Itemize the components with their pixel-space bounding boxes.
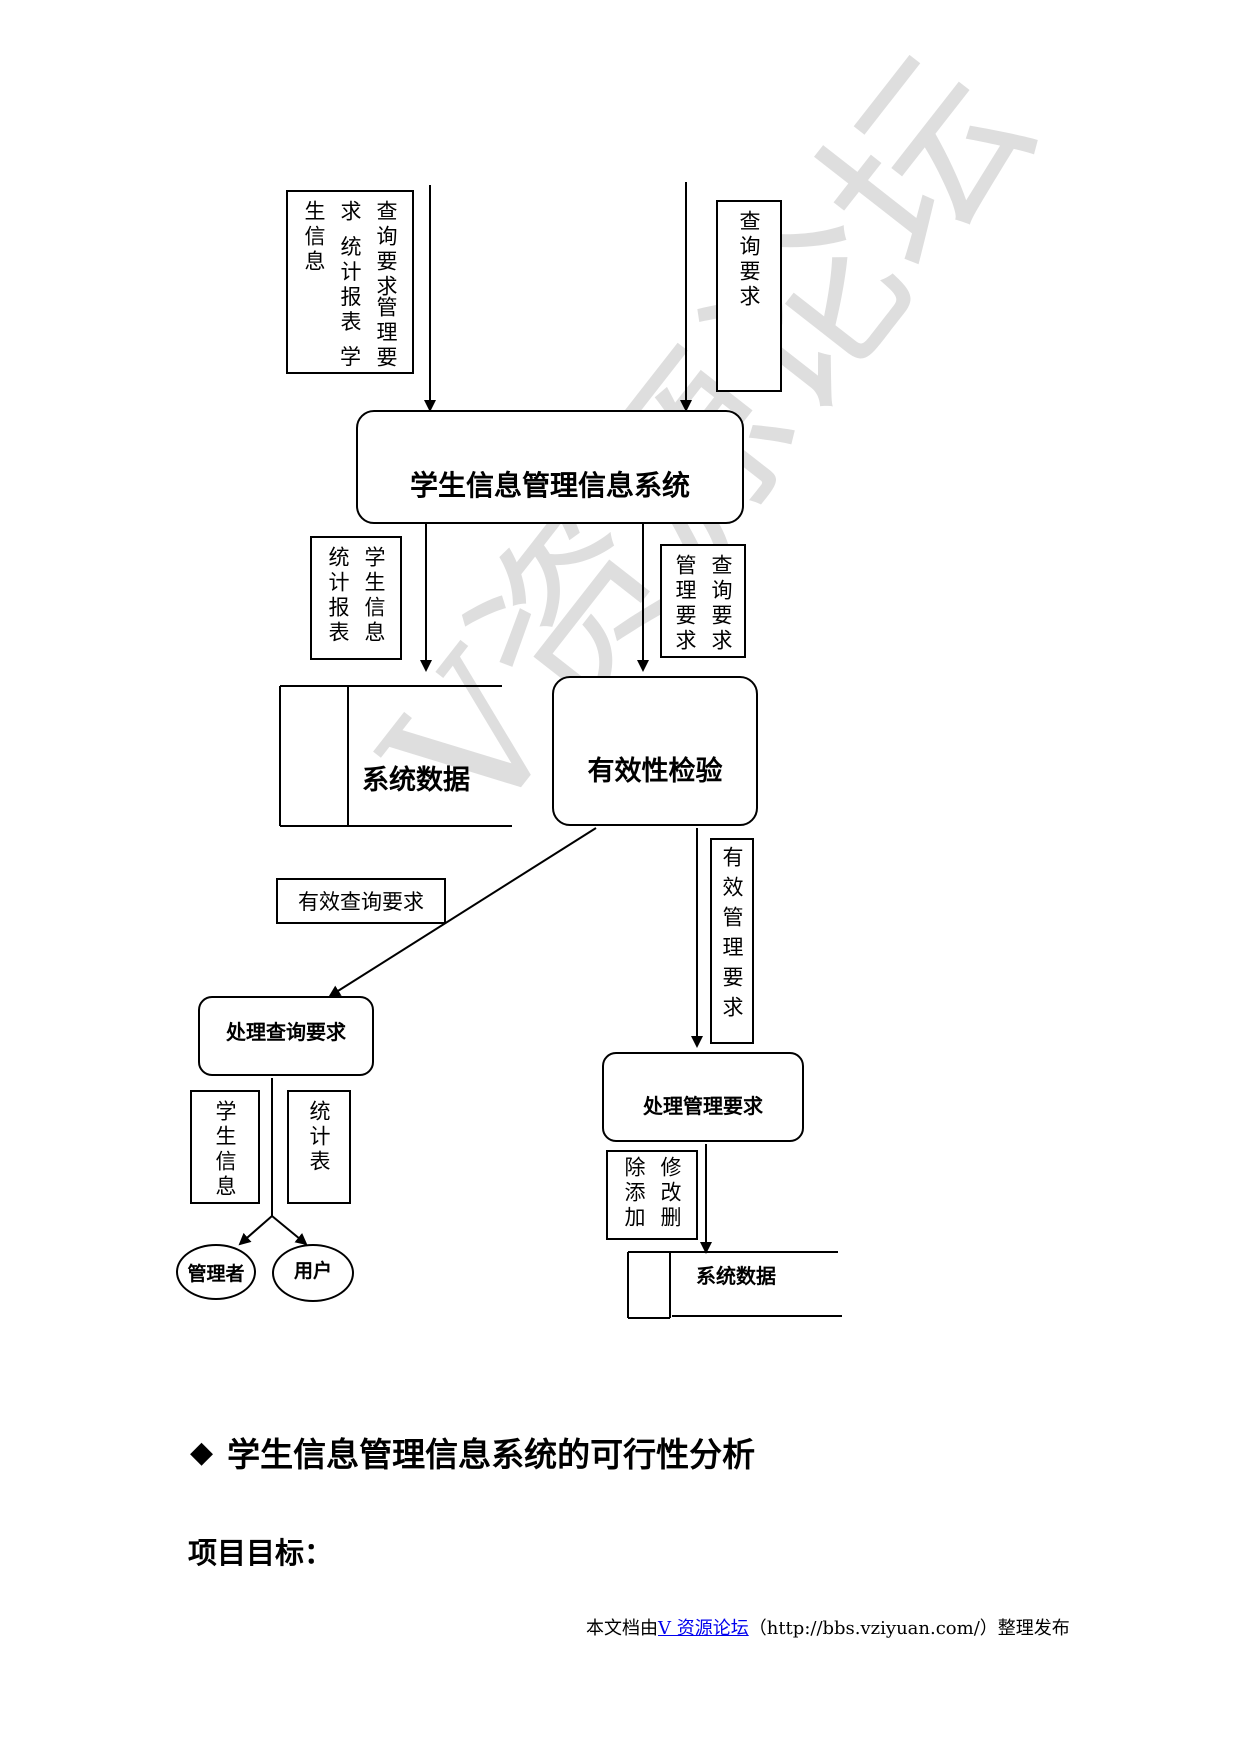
footer-prefix: 本文档由 [586,1618,658,1639]
flow-label-fragment: 学 [340,341,361,371]
flow-label-col: 查询要求 [374,200,398,300]
footer-suffix: （http://bbs.vziyuan.com/）整理发布 [748,1618,1070,1639]
flow-label-valid-query: 有效查询要求 [276,878,446,924]
flow-label-col: 学生信息 [213,1100,237,1200]
flow-label-top-right: 查询要求 [716,200,782,392]
flow-label-fragment: 管理要 [371,296,401,371]
flow-label-col: 学生信息 [362,546,386,646]
flow-label-col: 除添加 [622,1156,646,1231]
flow-label-query-out-left: 学生信息 [190,1090,260,1204]
flow-label-col: 求 统计报表 [338,200,362,336]
process-handle-query: 处理查询要求 [198,996,374,1076]
section-heading-text: 学生信息管理信息系统的可行性分析 [227,1435,756,1474]
footer-link[interactable]: V 资源论坛 [658,1618,749,1639]
flow-label-out-right: 查询要求 管理要求 [660,544,746,658]
data-store-2-shape [627,1251,842,1319]
diamond-bullet-icon: ◆ [190,1434,214,1470]
flow-label-col: 修改删 [658,1156,682,1231]
arrow-to-user [271,1215,308,1246]
flow-label-col: 有效管理要求 [720,846,744,1026]
data-store-1-shape [279,685,512,827]
flow-label-valid-manage: 有效管理要求 [710,838,754,1044]
flow-label-col: 统计表 [307,1100,331,1175]
flow-label-query-out-right: 统计表 [287,1090,351,1204]
flow-label-col: 管理要求 [673,554,697,654]
process-main-system: 学生信息管理信息系统 [356,410,744,524]
arrow-to-handle-query [328,827,597,998]
flow-label-col: 查询要求 [709,554,733,654]
data-store-2-label: 系统数据 [696,1264,776,1288]
entity-user: 用户 [272,1244,354,1302]
footer-note: 本文档由V 资源论坛（http://bbs.vziyuan.com/）整理发布 [586,1614,1070,1640]
flow-label-manage-out: 修改删 除添加 [606,1150,698,1240]
arrow-to-admin [238,1215,273,1246]
process-validation: 有效性检验 [552,676,758,826]
entity-admin: 管理者 [176,1244,256,1300]
section-heading: ◆ 学生信息管理信息系统的可行性分析 [190,1428,755,1476]
flow-label-col: 生信息 [302,200,326,275]
flow-label-col: 统计报表 [326,546,350,646]
flow-label-col: 查询要求 [737,210,761,310]
flow-label-out-left: 学生信息 统计报表 [310,536,402,660]
process-handle-manage: 处理管理要求 [602,1052,804,1142]
data-store-1-label: 系统数据 [362,765,470,796]
subheading-project-goal: 项目目标： [188,1536,334,1570]
